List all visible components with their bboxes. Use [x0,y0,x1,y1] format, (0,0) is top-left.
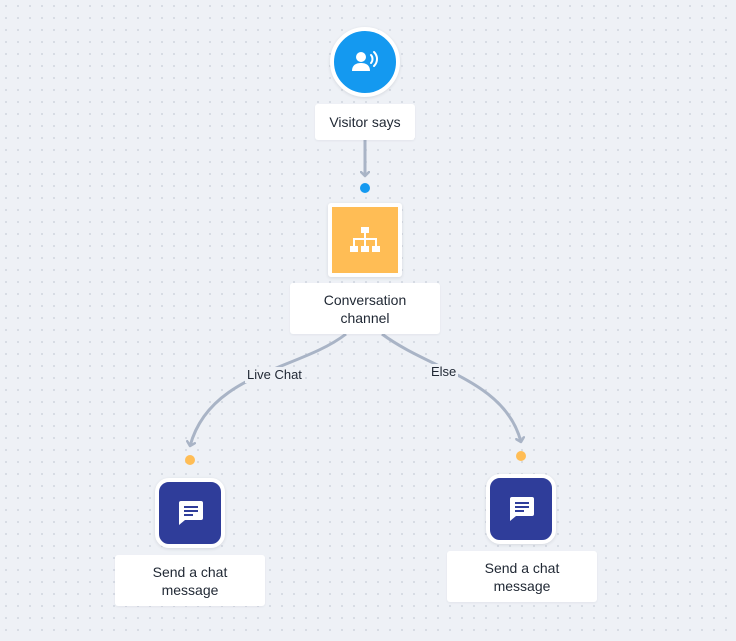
condition-label-line2: channel [340,309,390,326]
left-action-label-line2: message [161,581,219,598]
right-action-label: Send a chat message [447,551,597,602]
chat-message-icon [510,497,534,521]
connector-else [381,332,521,442]
left-action-icon-square[interactable] [155,478,225,548]
condition-icon-square[interactable] [328,203,402,277]
trigger-label-text: Visitor says [329,114,401,130]
edge-label-live-chat[interactable]: Live Chat [245,367,304,383]
left-action-input-dot[interactable] [185,455,195,465]
right-action-input-dot[interactable] [516,451,526,461]
connector-live-chat [190,332,347,446]
chat-message-icon [179,501,203,525]
condition-label: Conversation channel [290,283,440,334]
left-action-label-line1: Send a chat [152,563,228,580]
left-action-label: Send a chat message [115,555,265,606]
condition-label-line1: Conversation [323,291,407,308]
trigger-output-dot[interactable] [360,183,370,193]
right-action-icon-square[interactable] [486,474,556,544]
edge-label-else[interactable]: Else [429,364,459,380]
right-action-label-line1: Send a chat [484,559,560,576]
trigger-icon-circle[interactable] [330,27,400,97]
right-action-label-line2: message [493,577,551,594]
visitor-speaking-icon [352,51,378,71]
trigger-label: Visitor says [315,104,415,140]
sitemap-icon [350,227,380,252]
